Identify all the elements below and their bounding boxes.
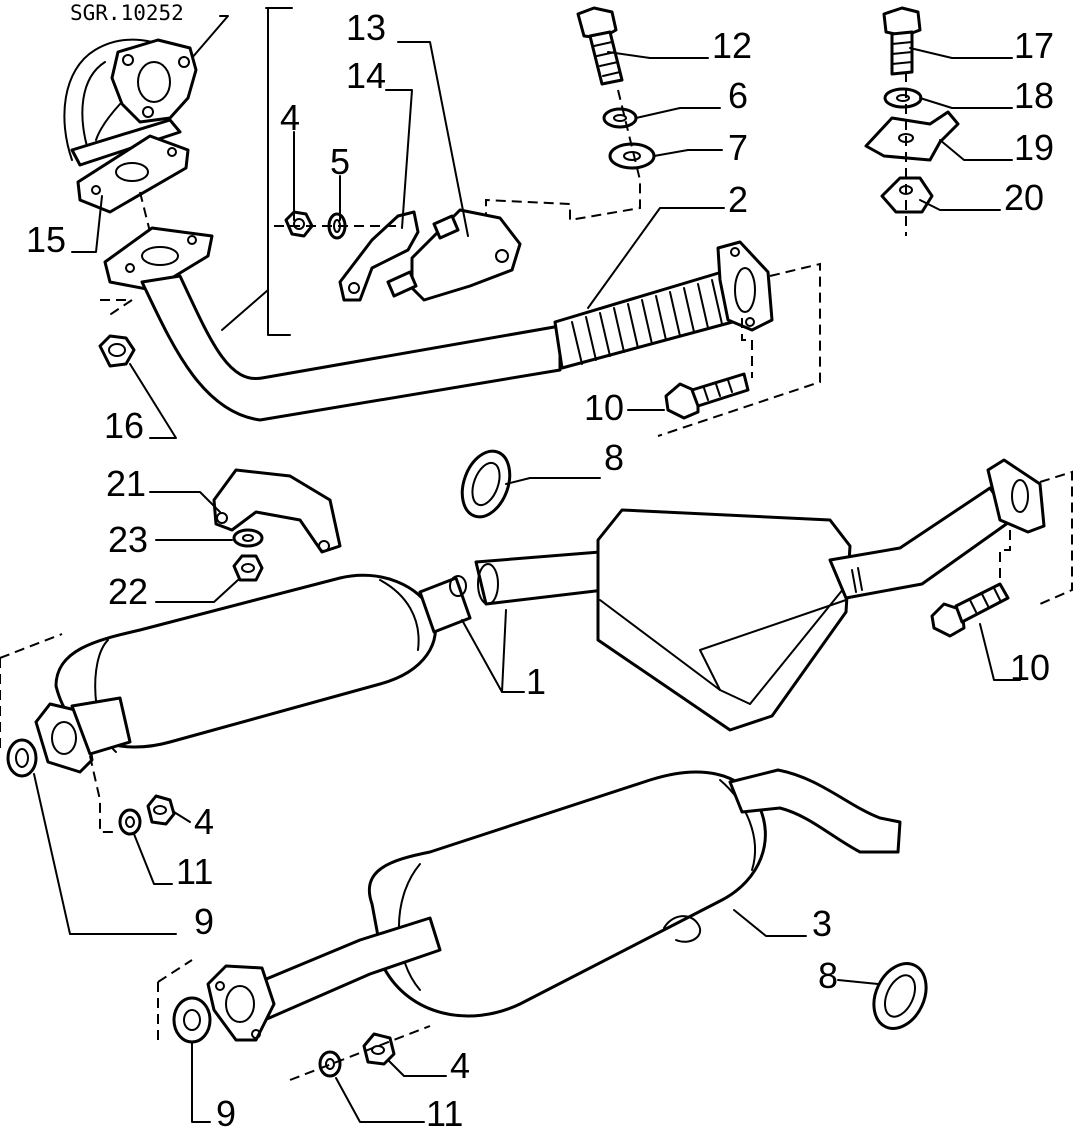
central-silencer-1 [34,458,1046,774]
washer-7 [608,142,656,170]
callout-22: 22 [108,571,148,612]
callout-21: 21 [106,463,146,504]
nut-22 [232,554,264,582]
callout-4-middle: 4 [194,801,214,842]
callout-7: 7 [728,127,748,168]
callout-4-bottom: 4 [450,1045,470,1086]
dash-12 [485,89,641,222]
callout-5: 5 [330,141,350,182]
drawing-code-label: SGR.10252 [70,1,184,25]
callout-4-top: 4 [280,97,300,138]
bolt-10-top [664,372,750,420]
dash-left-flange [0,633,116,833]
nut-4-middle [146,794,176,826]
bolt-10-right [930,582,1010,638]
washer-11-middle [118,808,142,836]
callout-6: 6 [728,75,748,116]
callout-19: 19 [1014,127,1054,168]
nut-4-bottom [362,1032,396,1066]
bracket-13 [386,208,522,302]
callout-23: 23 [108,519,148,560]
callout-10-top: 10 [584,387,624,428]
front-exhaust-pipe-2 [103,226,774,422]
callout-3: 3 [812,903,832,944]
dash-bottom-flange [157,959,193,1044]
nut-16 [98,334,136,368]
callout-11-middle: 11 [176,851,213,892]
callout-8-bottom: 8 [818,955,838,996]
washer-23 [232,528,264,548]
clamp-19 [864,110,960,162]
bolt-12 [576,6,624,86]
callout-16: 16 [104,405,144,446]
callout-9-bottom: 9 [216,1093,236,1133]
callout-18: 18 [1014,75,1054,116]
gasket-9-bottom [172,996,212,1044]
gasket-8-bottom [872,962,928,1030]
axis-bottom-fasteners [289,1025,431,1081]
callout-20: 20 [1004,177,1044,218]
axis-line [139,191,151,233]
washer-11-bottom [318,1050,342,1078]
bracket-14 [338,210,420,302]
callout-2: 2 [728,179,748,220]
callout-14: 14 [346,55,386,96]
dash-10-top [657,262,821,437]
callout-17: 17 [1014,25,1054,66]
dash-10-right [999,470,1073,605]
bolt-17 [882,6,922,76]
gasket-15 [76,134,190,214]
rear-silencer-3 [206,768,902,1042]
callout-8-top: 8 [604,437,624,478]
gasket-9-middle [6,738,38,778]
callout-15: 15 [26,219,66,260]
leader-lines [33,41,1021,1123]
code-leader [184,15,229,67]
bracket-21 [212,468,342,554]
washer-18 [883,87,923,109]
gasket-8-top [460,449,512,519]
callout-9-middle: 9 [194,901,214,942]
callout-1: 1 [526,661,546,702]
callout-11-bottom: 11 [426,1093,463,1133]
washer-6 [602,107,638,129]
dash-16 [100,299,136,317]
nut-4-top [284,210,314,238]
callout-10-right: 10 [1010,647,1050,688]
bracket-2-lines [221,7,293,336]
callout-13: 13 [346,7,386,48]
callout-labels: 13 14 4 5 12 6 7 2 17 18 19 20 15 16 10 … [26,7,1054,1133]
callout-12: 12 [712,25,752,66]
exhaust-manifold [63,38,198,167]
